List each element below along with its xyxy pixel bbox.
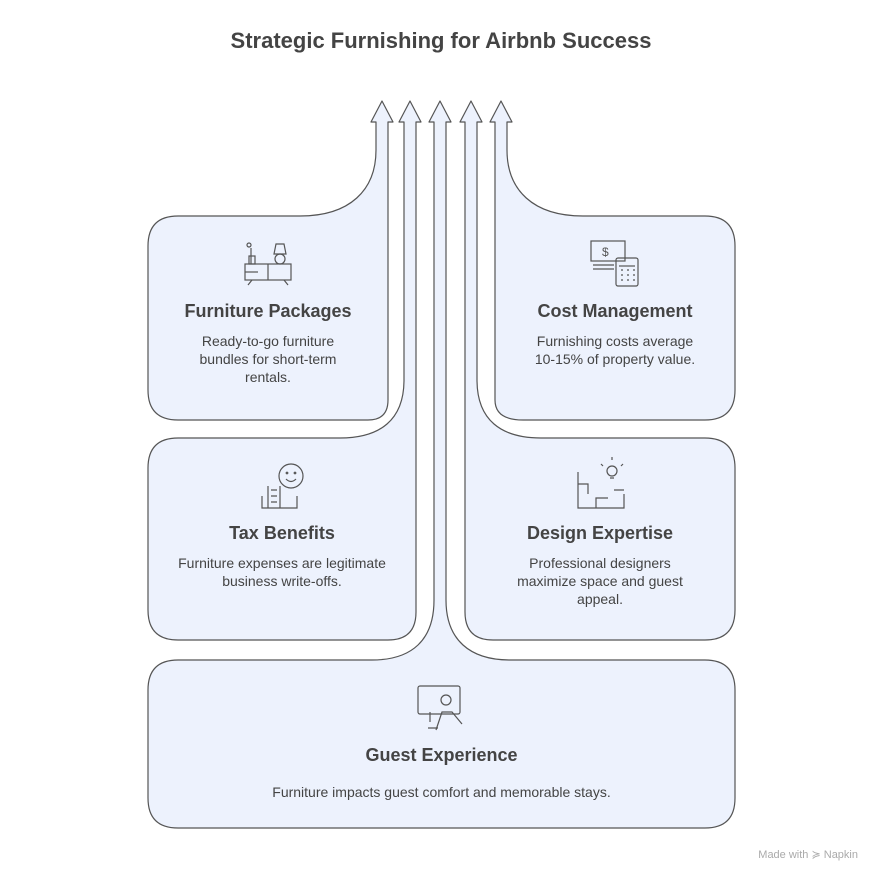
svg-text:$: $ xyxy=(602,245,609,259)
card-description: Furniture expenses are legitimate busine… xyxy=(178,555,386,589)
card-title: Cost Management xyxy=(537,301,693,321)
card-description: Professional designers maximize space an… xyxy=(517,555,683,607)
card-title: Furniture Packages xyxy=(184,301,352,321)
card-description: Ready-to-go furniture bundles for short-… xyxy=(199,333,337,385)
card-title: Guest Experience xyxy=(365,745,518,765)
card-description: Furniture impacts guest comfort and memo… xyxy=(272,784,611,800)
card-description: Furnishing costs average 10-15% of prope… xyxy=(534,333,696,367)
guest-experience-shape xyxy=(147,100,736,829)
design-expertise-shape xyxy=(459,100,736,641)
furniture-packages-shape xyxy=(147,100,394,421)
card-guest-experience: Guest Experience Furniture impacts guest… xyxy=(148,745,735,801)
card-cost-management: Cost Management Furnishing costs average… xyxy=(505,301,725,368)
made-with-napkin-footer: Made with ≽ Napkin xyxy=(758,849,858,861)
card-title: Design Expertise xyxy=(526,523,674,543)
tax-document-smile-icon xyxy=(261,463,304,509)
tax-benefits-shape xyxy=(147,100,422,641)
card-tax-benefits: Tax Benefits Furniture expenses are legi… xyxy=(158,523,406,590)
diagram-title: Strategic Furnishing for Airbnb Success xyxy=(230,28,652,53)
furniture-icon xyxy=(244,242,292,286)
guest-relaxing-icon xyxy=(417,685,463,731)
money-calculator-icon: $ xyxy=(590,240,639,287)
card-title: Tax Benefits xyxy=(229,523,335,543)
card-design-expertise: Design Expertise Professional designers … xyxy=(485,523,715,608)
floorplan-lightbulb-icon xyxy=(577,457,625,509)
card-furniture-packages: Furniture Packages Ready-to-go furniture… xyxy=(158,301,378,386)
